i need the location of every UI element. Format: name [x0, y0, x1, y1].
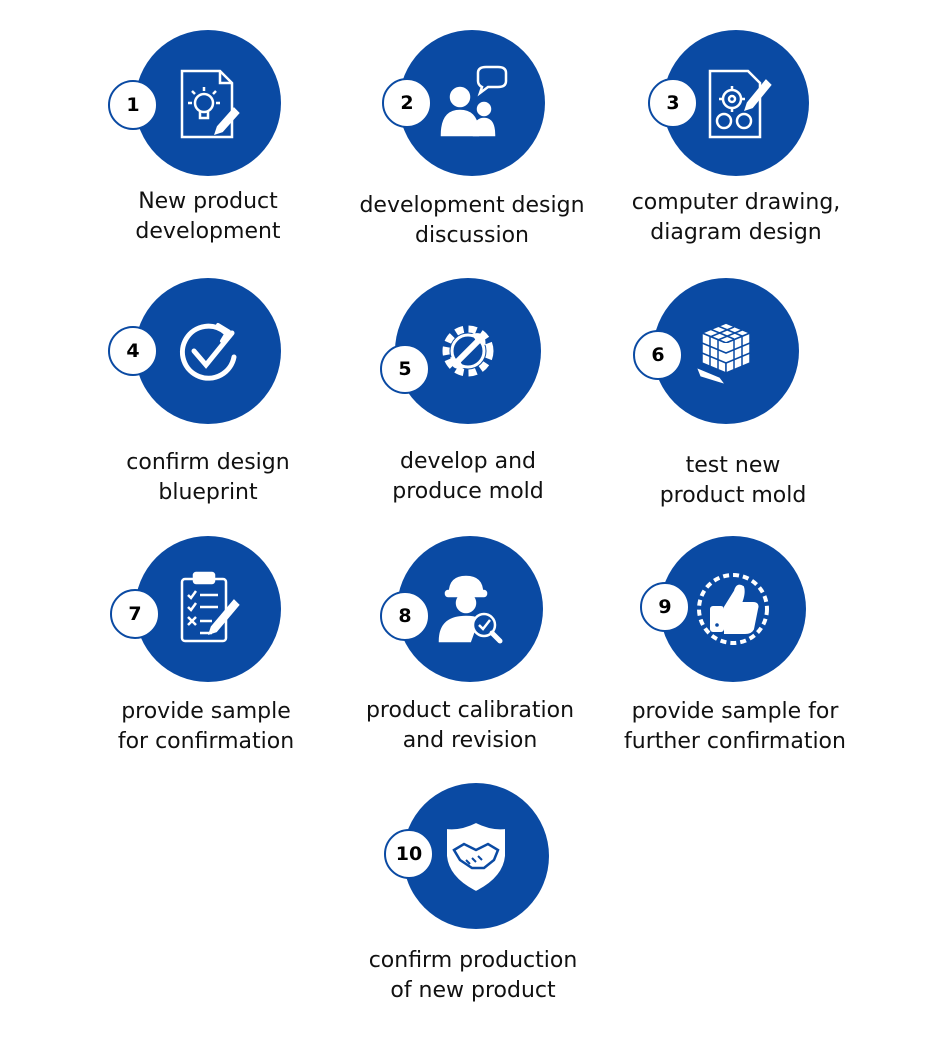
step-9-label: provide sample for further confirmation [624, 699, 846, 754]
gear-drawing-icon [708, 69, 772, 139]
step-4-label: confirm design blueprint [126, 450, 290, 505]
step-6-label: test new product mold [659, 453, 807, 508]
step-1-number: 1 [108, 80, 158, 130]
step-3-label: computer drawing, diagram design [631, 190, 841, 245]
step-3-number: 3 [648, 78, 698, 128]
step-4-number: 4 [108, 326, 158, 376]
cube-puzzle-icon [694, 322, 752, 387]
step-2-label: development design discussion [359, 193, 585, 248]
step-7-label: provide sample for confirmation [117, 699, 295, 754]
step-1-label: New product development [135, 189, 281, 244]
clipboard-checklist-icon [180, 571, 240, 643]
step-8-number: 8 [380, 591, 430, 641]
thumbs-up-badge-icon [697, 573, 769, 645]
step-6-number: 6 [633, 330, 683, 380]
discussion-people-icon [440, 65, 508, 137]
step-8-label: product calibration and revision [365, 698, 575, 753]
handshake-shield-icon [445, 820, 507, 894]
step-9-number: 9 [640, 582, 690, 632]
step-1-circle [135, 30, 281, 176]
inspector-magnifier-icon [438, 575, 503, 644]
check-refresh-icon [180, 323, 237, 381]
step-4-circle [135, 278, 281, 424]
step-2-number: 2 [382, 78, 432, 128]
step-5-label: develop and produce mold [392, 449, 544, 504]
step-7-number: 7 [110, 589, 160, 639]
step-10-number: 10 [384, 829, 434, 879]
step-5-number: 5 [380, 344, 430, 394]
gear-wrench-icon [442, 325, 494, 377]
step-10-label: confirm production of new product [368, 948, 578, 1003]
idea-document-icon [180, 69, 240, 139]
